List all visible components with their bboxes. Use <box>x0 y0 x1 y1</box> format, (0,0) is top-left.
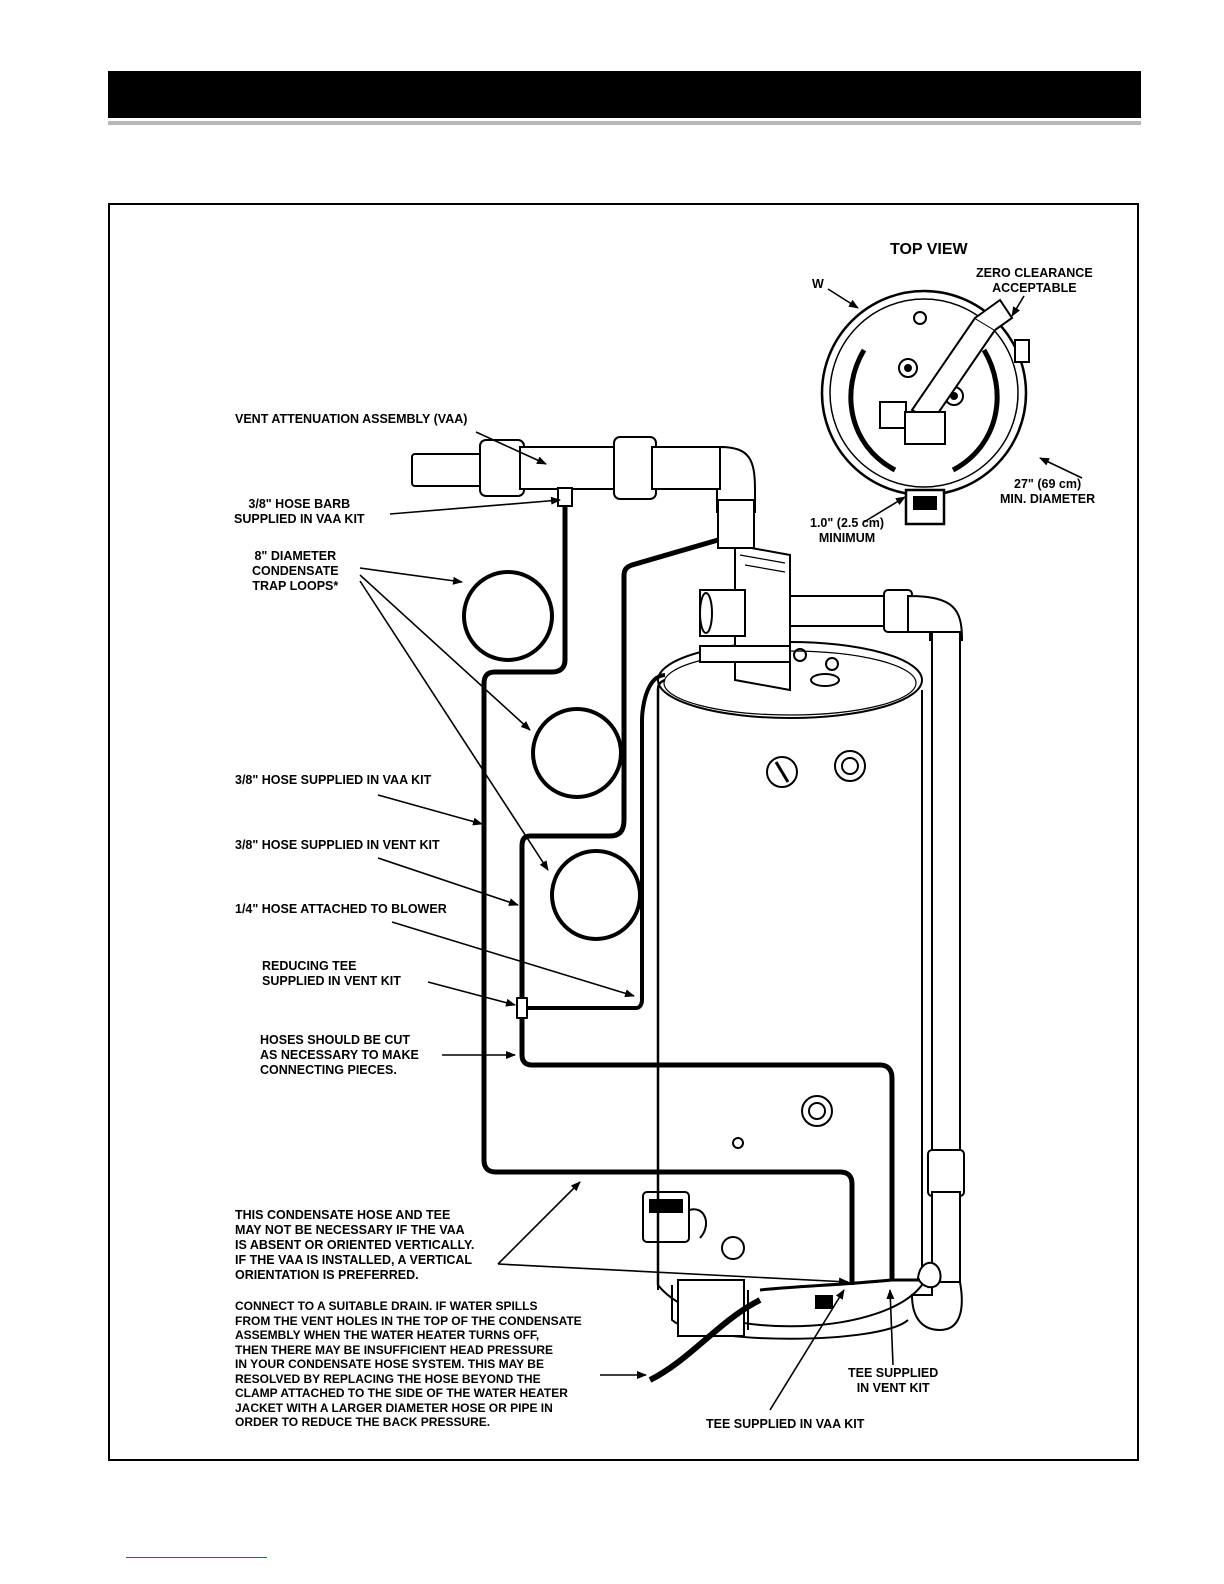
exhaust-piping <box>789 589 965 1332</box>
condensate-hoses <box>462 505 920 1383</box>
vaa-piping <box>411 436 756 549</box>
blower-assembly <box>699 543 791 692</box>
water-heater-tank <box>642 641 923 1340</box>
zero-clearance-label: ZERO CLEARANCE ACCEPTABLE <box>976 266 1093 295</box>
vaa-label: VENT ATTENUATION ASSEMBLY (VAA) <box>235 412 468 426</box>
condensate-note: THIS CONDENSATE HOSE AND TEE MAY NOT BE … <box>235 1208 475 1282</box>
trap-loops-label: 8" DIAMETER CONDENSATE TRAP LOOPS* <box>252 549 339 593</box>
header-rule <box>108 121 1141 125</box>
hose-barb-label: 3/8" HOSE BARB SUPPLIED IN VAA KIT <box>234 497 365 526</box>
min-diameter-label: 27" (69 cm) MIN. DIAMETER <box>1000 477 1096 506</box>
minimum-clearance-label: 1.0" (2.5 cm) MINIMUM <box>810 516 885 545</box>
drain-note: CONNECT TO A SUITABLE DRAIN. IF WATER SP… <box>235 1299 582 1429</box>
hose-vent-kit-label: 3/8" HOSE SUPPLIED IN VENT KIT <box>235 838 440 852</box>
hoses-cut-label: HOSES SHOULD BE CUT AS NECESSARY TO MAKE… <box>260 1033 419 1077</box>
hose-blower-label: 1/4" HOSE ATTACHED TO BLOWER <box>235 902 447 916</box>
tee-vent-kit-label: TEE SUPPLIED IN VENT KIT <box>848 1366 939 1395</box>
footer-link-rule <box>126 1557 267 1558</box>
leader-arrows <box>359 288 1083 1411</box>
top-view-title: TOP VIEW <box>890 241 968 258</box>
top-view-marker: W <box>812 277 824 291</box>
hose-vaa-kit-label: 3/8" HOSE SUPPLIED IN VAA KIT <box>235 773 432 787</box>
tee-vaa-kit-label: TEE SUPPLIED IN VAA KIT <box>706 1417 865 1431</box>
reducing-tee-label: REDUCING TEE SUPPLIED IN VENT KIT <box>262 959 401 988</box>
figure-frame <box>108 203 1139 1461</box>
top-view-drawing <box>820 289 1030 526</box>
header-bar <box>108 71 1141 118</box>
